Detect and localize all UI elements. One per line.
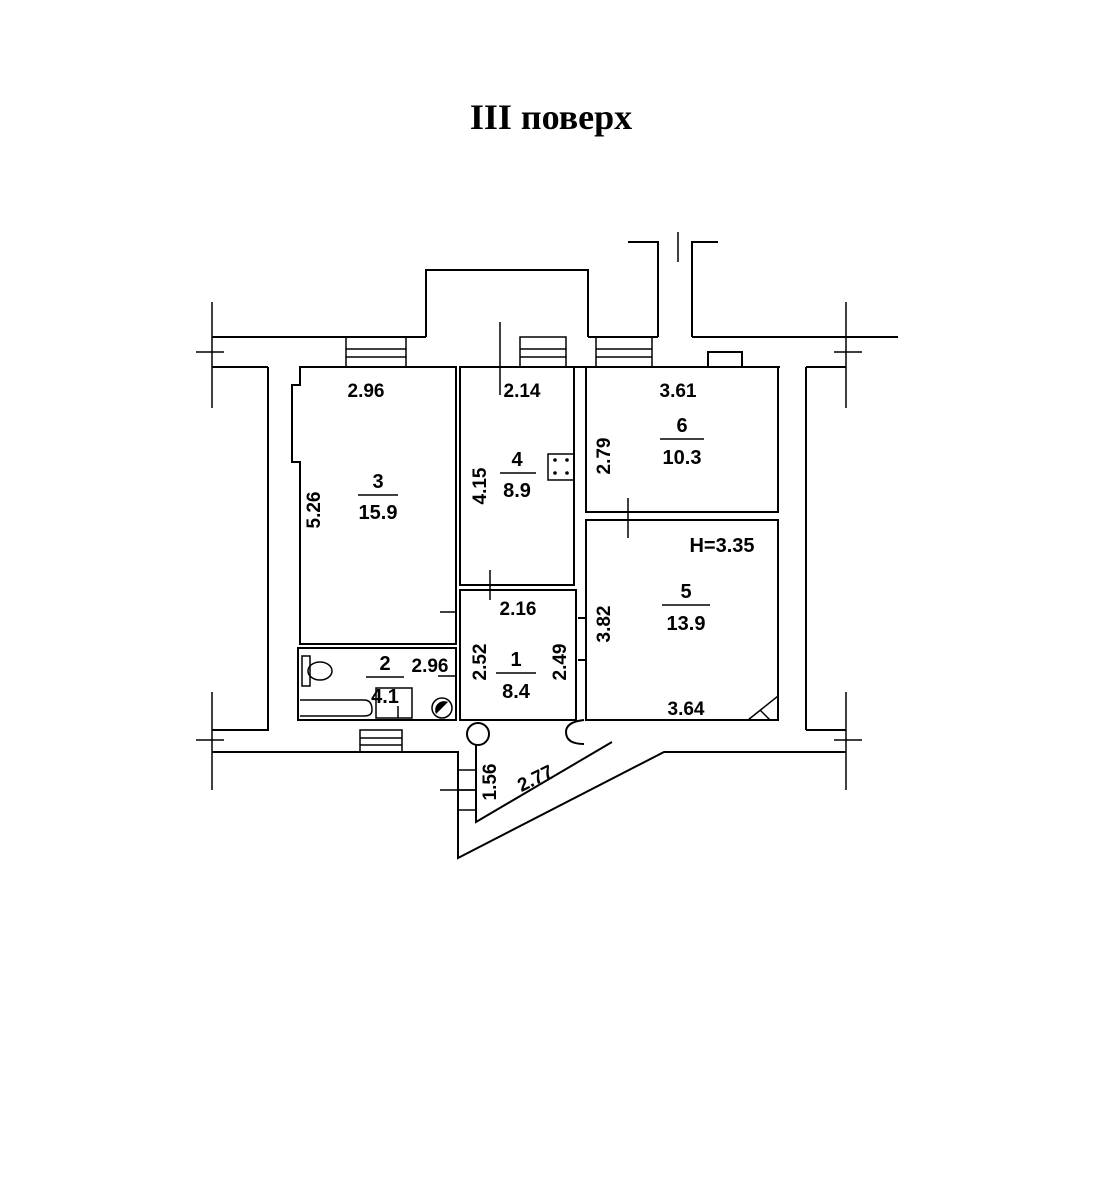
room-3-number: 3 [372,471,383,493]
vestibule [440,719,613,824]
dim-room-5-left: 3.82 [594,606,615,643]
toilet-icon [301,655,333,687]
stair-steps [440,769,476,811]
ceiling-height-label: H=3.35 [689,535,754,557]
room-6 [585,351,779,538]
dim-room-6-top: 3.61 [660,381,697,402]
sink-icon [375,687,413,719]
room-2-number: 2 [379,653,390,675]
room-1-area: 8.4 [502,681,531,703]
window-room-6 [595,336,653,368]
window-room-4 [519,336,567,368]
window-room-2 [359,729,403,753]
room-3-area: 15.9 [359,502,398,524]
dim-vestibule-left: 1.56 [480,764,501,801]
room-5-area: 13.9 [667,613,706,635]
room-6-number: 6 [676,415,687,437]
dim-room-5-bottom: 3.64 [668,699,705,720]
dim-room-1-left: 2.52 [470,644,491,681]
room-2 [297,647,457,721]
stove-icon [547,453,575,481]
room-labels: 3 15.9 4 8.9 6 10.3 5 13.9 1 8.4 2 4.1 H… [358,415,755,708]
bathtub-icon [300,699,373,717]
dim-room-4-top: 2.14 [504,381,541,402]
dim-vestibule-diagonal: 2.77 [514,762,556,797]
room-4-area: 8.9 [503,480,531,502]
dim-room-4-left: 4.15 [470,467,491,504]
dim-room-3-left: 5.26 [304,492,325,529]
room-6-area: 10.3 [663,447,702,469]
dim-room-1-right: 2.49 [550,644,571,681]
room-4 [459,366,575,600]
room-4-number: 4 [511,449,523,471]
room-1 [440,589,613,824]
dim-room-6-left: 2.79 [594,438,615,475]
column-right [564,719,585,745]
room-2-area: 4.1 [371,686,399,708]
corner-stove-icon [745,694,779,721]
room-5-number: 5 [680,581,691,603]
room-1-number: 1 [510,649,521,671]
dim-room-1-top: 2.16 [500,599,537,620]
column-left [466,722,490,746]
dim-room-3-top: 2.96 [348,381,385,402]
window-room-3 [345,336,407,368]
dim-room-2-width: 2.96 [412,656,449,677]
room-5 [578,519,779,721]
floor-title: III поверх [469,97,633,137]
room-3 [291,366,457,645]
boiler-icon [431,697,453,719]
